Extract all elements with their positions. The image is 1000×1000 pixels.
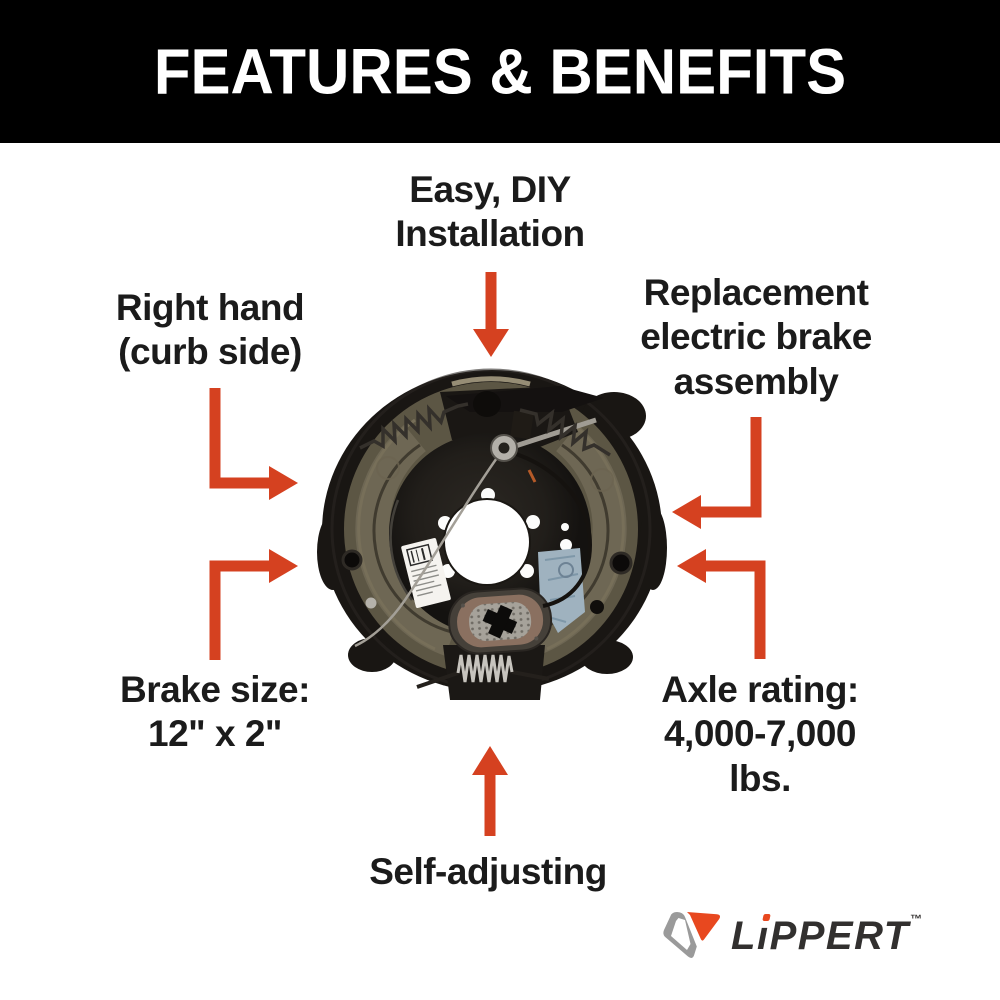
callout-replacement-electric-brake-assembly: Replacement electric brake assembly bbox=[640, 272, 872, 402]
arrow-right-hand bbox=[209, 388, 298, 500]
adjuster-bracket bbox=[446, 386, 604, 440]
trademark-symbol: ™ bbox=[909, 911, 924, 926]
brake-magnet bbox=[448, 587, 553, 655]
page-title: FEATURES & BENEFITS bbox=[153, 35, 847, 108]
callout-brake-size: Brake size: 12" x 2" bbox=[120, 669, 310, 755]
retracting-spring bbox=[416, 654, 550, 689]
lippert-logo: LıPPERT™ bbox=[663, 910, 923, 962]
lippert-wordmark: LıPPERT™ bbox=[731, 911, 924, 959]
callout-axle-rating: Axle rating: 4,000-7,000 lbs. bbox=[661, 669, 859, 799]
spec-label bbox=[401, 538, 451, 608]
hub-bore-and-bolt-holes bbox=[438, 488, 572, 586]
callout-easy-diy-installation: Easy, DIY Installation bbox=[395, 169, 585, 255]
arrow-self-adjusting bbox=[472, 746, 508, 836]
adjuster-cable bbox=[354, 447, 593, 648]
callout-self-adjusting: Self-adjusting bbox=[369, 851, 607, 892]
arrow-easy-diy bbox=[473, 272, 509, 357]
header-bar: FEATURES & BENEFITS bbox=[0, 0, 1000, 143]
shoe-return-springs bbox=[359, 402, 611, 457]
lippert-logo-mark bbox=[663, 912, 721, 958]
callout-right-hand-curb-side: Right hand (curb side) bbox=[115, 287, 305, 373]
logo-letter-l: L bbox=[731, 913, 757, 958]
cable-eyelet bbox=[490, 417, 597, 462]
logo-letters-rest: PPERT bbox=[769, 913, 910, 958]
logo-letter-i: ı bbox=[756, 913, 770, 958]
brake-assembly-photo bbox=[317, 368, 667, 700]
arrow-brake-size bbox=[209, 549, 298, 660]
